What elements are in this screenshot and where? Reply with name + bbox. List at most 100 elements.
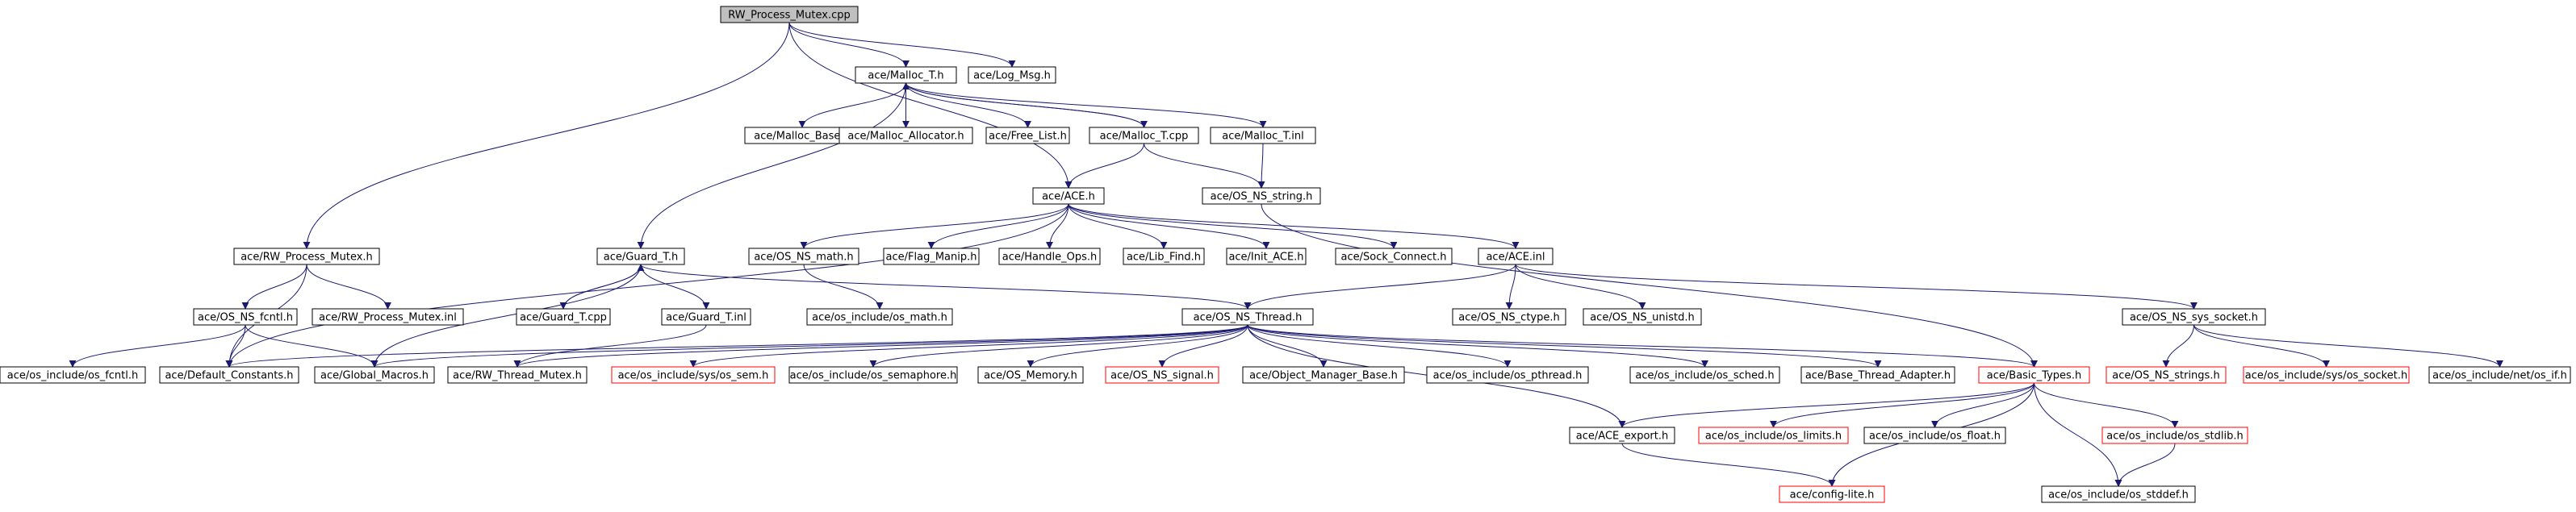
node-os_float_h[interactable]: ace/os_include/os_float.h [1863,427,2006,444]
node-box[interactable] [2243,366,2410,384]
node-os_ns_unistd_h[interactable]: ace/OS_NS_unistd.h [1583,308,1702,326]
node-os_if_h[interactable]: ace/os_include/net/os_if.h [2428,366,2571,384]
node-rw_process_mutex_h[interactable]: ace/RW_Process_Mutex.h [233,248,380,265]
node-os_ns_strings_h[interactable]: ace/OS_NS_strings.h [2106,366,2227,384]
node-box[interactable] [1478,248,1554,265]
node-label[interactable]: ace/RW_Thread_Mutex.h [453,370,582,382]
node-ace_export_h[interactable]: ace/ACE_export.h [1569,427,1675,444]
node-os_pthread_h[interactable]: ace/os_include/os_pthread.h [1426,366,1589,384]
node-box[interactable] [985,127,1070,144]
node-box[interactable] [1863,427,2006,444]
node-label[interactable]: ace/Malloc_T.inl [1222,131,1304,143]
node-box[interactable] [968,66,1056,84]
node-label[interactable]: ace/Init_ACE.h [1228,252,1303,264]
node-label[interactable]: ace/ACE.inl [1486,252,1545,264]
node-label[interactable]: ace/os_include/os_fcntl.h [7,370,138,382]
node-config_lite_h[interactable]: ace/config-lite.h [1779,485,1885,503]
node-box[interactable] [596,248,685,265]
node-box[interactable] [661,308,751,326]
node-box[interactable] [1123,248,1205,265]
node-malloc_base_h[interactable]: ace/Malloc_Base.h [744,127,860,144]
node-malloc_t_h[interactable]: ace/Malloc_T.h [855,66,957,84]
node-os_ns_thread_h[interactable]: ace/OS_NS_Thread.h [1181,308,1314,326]
node-label[interactable]: ace/Free_List.h [989,131,1067,143]
node-sock_connect_h[interactable]: ace/Sock_Connect.h [1335,248,1453,265]
node-label[interactable]: ace/os_include/os_limits.h [1705,431,1842,443]
node-os_socket_h[interactable]: ace/os_include/sys/os_socket.h [2243,366,2410,384]
node-label[interactable]: ace/os_include/os_stdlib.h [2106,431,2243,443]
node-label[interactable]: ace/os_include/os_float.h [1869,431,2001,443]
node-label[interactable]: ace/ACE_export.h [1576,431,1668,443]
node-box[interactable] [1583,308,1702,326]
node-os_semaphore_h[interactable]: ace/os_include/os_semaphore.h [788,366,958,384]
node-label[interactable]: ace/os_include/net/os_if.h [2432,370,2567,382]
node-label[interactable]: ace/OS_NS_string.h [1211,191,1313,203]
node-label[interactable]: ace/OS_NS_Thread.h [1194,312,1303,324]
node-label[interactable]: ace/Handle_Ops.h [1002,252,1097,264]
node-os_stddef_h[interactable]: ace/os_include/os_stddef.h [2041,485,2196,503]
node-box[interactable] [2428,366,2571,384]
node-box[interactable] [611,366,776,384]
node-box[interactable] [977,366,1084,384]
node-label[interactable]: ace/OS_NS_ctype.h [1458,312,1560,324]
node-os_ns_fcntl_h[interactable]: ace/OS_NS_fcntl.h [193,308,298,326]
node-box[interactable] [788,366,958,384]
node-box[interactable] [1569,427,1675,444]
node-rw_thread_mutex_h[interactable]: ace/RW_Thread_Mutex.h [447,366,588,384]
node-box[interactable] [1210,127,1316,144]
node-ace_inl[interactable]: ace/ACE.inl [1478,248,1554,265]
node-label[interactable]: ace/os_include/os_semaphore.h [790,370,957,382]
node-box[interactable] [2122,308,2266,326]
node-os_sem_h[interactable]: ace/os_include/sys/os_sem.h [611,366,776,384]
node-os_stdlib_h[interactable]: ace/os_include/os_stdlib.h [2101,427,2248,444]
node-box[interactable] [516,308,611,326]
node-box[interactable] [883,248,980,265]
node-label[interactable]: ace/Lib_Find.h [1127,252,1201,264]
node-box[interactable] [233,248,380,265]
node-box[interactable] [748,248,859,265]
node-label[interactable]: ace/Global_Macros.h [320,370,429,382]
node-label[interactable]: ace/OS_NS_sys_socket.h [2130,312,2258,324]
node-os_ns_math_h[interactable]: ace/OS_NS_math.h [748,248,859,265]
node-os_fcntl_h[interactable]: ace/os_include/os_fcntl.h [0,366,146,384]
node-label[interactable]: ace/OS_NS_unistd.h [1590,312,1695,324]
node-label[interactable]: ace/OS_NS_math.h [754,252,853,264]
node-label[interactable]: ace/Default_Constants.h [165,370,293,382]
node-box[interactable] [806,308,953,326]
node-guard_t_inl[interactable]: ace/Guard_T.inl [661,308,751,326]
node-label[interactable]: ace/Malloc_T.h [868,70,943,82]
node-label[interactable]: ace/Malloc_T.cpp [1100,131,1189,143]
node-guard_t_cpp[interactable]: ace/Guard_T.cpp [516,308,611,326]
node-label[interactable]: ace/Basic_Types.h [1987,370,2081,382]
node-label[interactable]: ace/Base_Thread_Adapter.h [1805,370,1951,382]
node-box[interactable] [1698,427,1849,444]
node-box[interactable] [1978,366,2090,384]
node-malloc_t_cpp[interactable]: ace/Malloc_T.cpp [1089,127,1199,144]
node-label[interactable]: ace/Sock_Connect.h [1341,252,1447,264]
node-box[interactable] [447,366,588,384]
node-flag_manip_h[interactable]: ace/Flag_Manip.h [883,248,980,265]
node-label[interactable]: ace/Guard_T.h [604,252,678,264]
node-handle_ops_h[interactable]: ace/Handle_Ops.h [998,248,1101,265]
node-label[interactable]: ace/Object_Manager_Base.h [1249,370,1398,382]
node-label[interactable]: ace/Malloc_Base.h [754,131,851,143]
node-box[interactable] [998,248,1101,265]
node-box[interactable] [0,366,146,384]
node-box[interactable] [2101,427,2248,444]
node-base_thread_adapter_h[interactable]: ace/Base_Thread_Adapter.h [1800,366,1955,384]
node-label[interactable]: ace/OS_NS_signal.h [1110,370,1214,382]
node-label[interactable]: ace/Flag_Manip.h [886,252,977,264]
node-os_ns_ctype_h[interactable]: ace/OS_NS_ctype.h [1452,308,1566,326]
node-box[interactable] [1226,248,1307,265]
node-box[interactable] [1242,366,1405,384]
node-box[interactable] [1452,308,1566,326]
node-box[interactable] [855,66,957,84]
node-label[interactable]: ace/Malloc_Allocator.h [847,131,964,143]
node-label[interactable]: ace/os_include/os_stddef.h [2048,489,2189,502]
node-rw_process_mutex_cpp[interactable]: RW_Process_Mutex.cpp [720,6,859,23]
node-malloc_t_inl[interactable]: ace/Malloc_T.inl [1210,127,1316,144]
node-label[interactable]: ace/os_include/sys/os_sem.h [618,370,769,382]
node-label[interactable]: ace/RW_Process_Mutex.h [240,252,373,264]
node-label[interactable]: ace/os_include/sys/os_socket.h [2245,370,2407,382]
node-box[interactable] [1181,308,1314,326]
